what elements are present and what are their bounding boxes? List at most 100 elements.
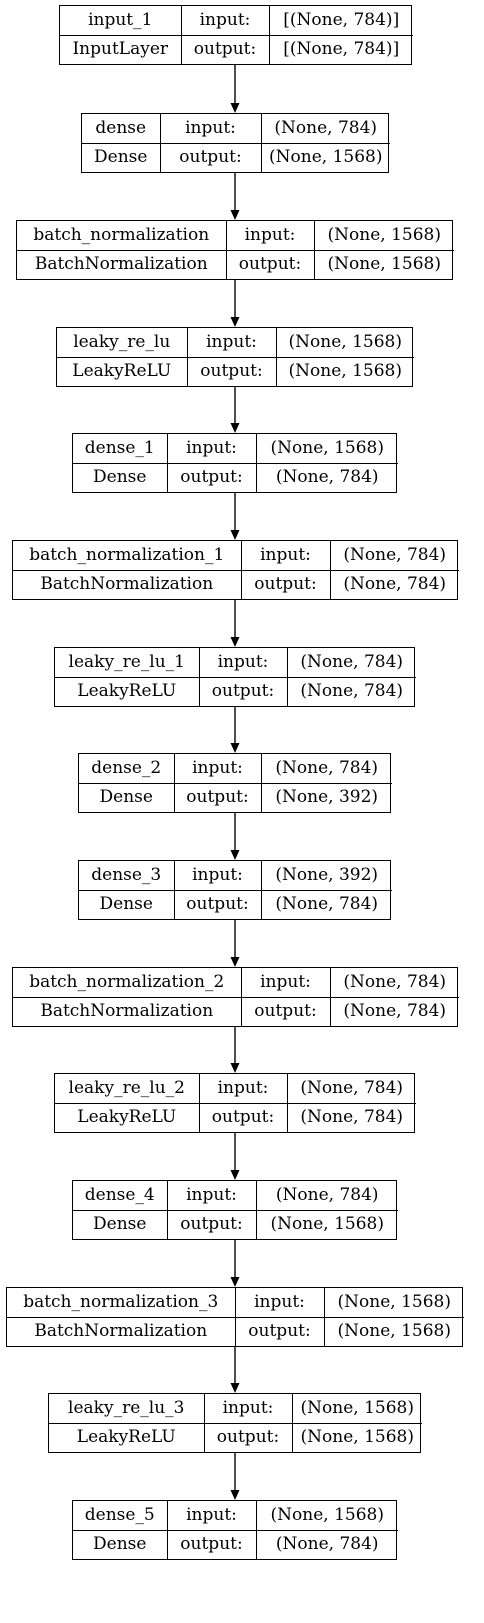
layer-name: leaky_re_lu_2 (55, 1074, 200, 1104)
layer-type: Dense (73, 462, 168, 492)
input-label: input: (180, 6, 270, 36)
output-label: output: (198, 1102, 288, 1132)
input-shape: (None, 784) (260, 114, 390, 144)
layer-name: dense_3 (79, 861, 175, 891)
input-shape: (None, 784) (286, 648, 416, 678)
output-label: output: (166, 1209, 257, 1239)
input-label: input: (186, 328, 277, 358)
arrowhead-icon (230, 637, 240, 647)
output-shape: (None, 784) (286, 676, 416, 706)
output-shape: (None, 1568) (255, 1209, 398, 1239)
arrowhead-icon (230, 1277, 240, 1287)
input-label: input: (240, 968, 331, 998)
arrowhead-icon (230, 210, 240, 220)
input-label: input: (234, 1288, 325, 1318)
layer-name: input_1 (60, 6, 182, 36)
output-shape: [(None, 784)] (268, 34, 413, 64)
output-label: output: (203, 1422, 293, 1452)
arrowhead-icon (230, 1170, 240, 1180)
output-shape: (None, 784) (255, 462, 398, 492)
output-shape: (None, 1568) (313, 249, 454, 279)
layer-name: leaky_re_lu_1 (55, 648, 200, 678)
arrowhead-icon (230, 1490, 240, 1500)
layer-name: dense_4 (73, 1181, 168, 1211)
output-label: output: (166, 462, 257, 492)
layer-type: Dense (79, 782, 175, 812)
input-label: input: (225, 221, 315, 251)
arrowhead-icon (230, 317, 240, 327)
output-shape: (None, 784) (329, 569, 459, 599)
arrowhead-icon (230, 850, 240, 860)
input-shape: (None, 392) (260, 861, 392, 891)
input-label: input: (203, 1394, 293, 1424)
output-label: output: (240, 996, 331, 1026)
output-label: output: (173, 889, 262, 919)
layer-name: batch_normalization_1 (13, 541, 242, 571)
output-label: output: (198, 676, 288, 706)
input-shape: [(None, 784)] (268, 6, 413, 36)
input-shape: (None, 784) (329, 968, 459, 998)
layer-type: BatchNormalization (13, 569, 242, 599)
layer-type: Dense (73, 1209, 168, 1239)
layer-name: leaky_re_lu_3 (49, 1394, 205, 1424)
layer-type: BatchNormalization (17, 249, 227, 279)
input-shape: (None, 784) (260, 754, 392, 784)
output-label: output: (234, 1316, 325, 1346)
input-shape: (None, 1568) (255, 1501, 398, 1531)
input-label: input: (166, 1181, 257, 1211)
input-label: input: (166, 1501, 257, 1531)
input-shape: (None, 784) (255, 1181, 398, 1211)
input-label: input: (198, 1074, 288, 1104)
layer-name: dense_1 (73, 434, 168, 464)
layer-name: dense (82, 114, 161, 144)
arrowhead-icon (230, 1063, 240, 1073)
input-label: input: (198, 648, 288, 678)
output-shape: (None, 1568) (260, 142, 390, 172)
input-shape: (None, 1568) (313, 221, 454, 251)
output-shape: (None, 1568) (291, 1422, 422, 1452)
output-shape: (None, 1568) (323, 1316, 464, 1346)
input-label: input: (159, 114, 262, 144)
layer-type: LeakyReLU (55, 676, 200, 706)
layer-name: dense_5 (73, 1501, 168, 1531)
layer-name: batch_normalization (17, 221, 227, 251)
input-shape: (None, 1568) (275, 328, 414, 358)
layer-type: Dense (79, 889, 175, 919)
output-label: output: (159, 142, 262, 172)
layer-type: LeakyReLU (49, 1422, 205, 1452)
output-shape: (None, 784) (255, 1529, 398, 1559)
arrowhead-icon (230, 103, 240, 113)
arrowhead-icon (230, 957, 240, 967)
arrowhead-icon (230, 530, 240, 540)
input-label: input: (166, 434, 257, 464)
arrowhead-icon (230, 423, 240, 433)
input-shape: (None, 1568) (255, 434, 398, 464)
arrowhead-icon (230, 743, 240, 753)
output-label: output: (173, 782, 262, 812)
output-shape: (None, 784) (329, 996, 459, 1026)
output-label: output: (166, 1529, 257, 1559)
layer-type: Dense (82, 142, 161, 172)
layer-type: BatchNormalization (13, 996, 242, 1026)
layer-name: batch_normalization_2 (13, 968, 242, 998)
layer-name: batch_normalization_3 (7, 1288, 236, 1318)
input-label: input: (173, 754, 262, 784)
layer-type: LeakyReLU (55, 1102, 200, 1132)
output-label: output: (225, 249, 315, 279)
layer-type: Dense (73, 1529, 168, 1559)
output-label: output: (186, 356, 277, 386)
